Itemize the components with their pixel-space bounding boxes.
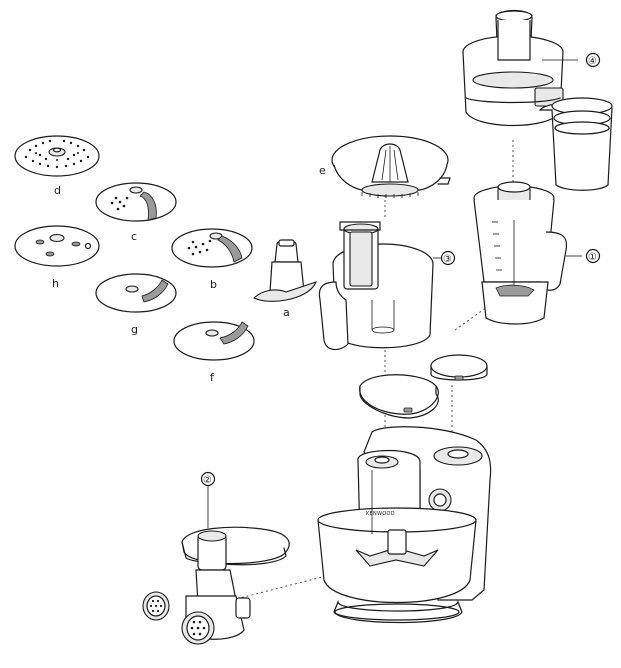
citrus-juicer-e: e [319,135,451,198]
brand-mark: KENWOOD [366,511,395,517]
blade-assembly-a: a [253,239,317,319]
label-f: f [210,371,215,384]
juicer-attachment-4: ④ [462,9,613,191]
callout-2: ② [200,471,216,487]
disc-d: d [14,135,100,197]
disc-h: h [14,225,100,290]
disc-b: b [171,228,253,291]
callout-1-number: ① [588,252,597,263]
label-g: g [131,323,138,336]
callout-2-number: ② [203,475,212,486]
callout-3: ③ [440,250,456,266]
label-b: b [210,278,217,291]
label-h: h [52,277,59,290]
label-e: e [319,164,326,177]
mincer-attachment-2: ② [142,471,290,645]
mincer-screen-plate [142,591,170,621]
callout-4-number: ④ [588,56,597,67]
callout-4: ④ [585,52,601,68]
disc-f: f [173,321,255,384]
label-a: a [283,306,290,319]
blender-1: ① [473,181,601,325]
disc-g: g [95,273,177,336]
outlet-cover-round [430,354,488,381]
callout-3-number: ③ [443,254,452,265]
stand-mixer: KENWOOD [317,426,492,624]
callout-1: ① [585,248,601,264]
label-c: c [131,230,137,243]
disc-c: c [95,182,177,243]
outlet-cover-large [359,374,439,419]
food-processor-bowl-3: ③ [318,221,456,351]
label-d: d [54,184,61,197]
alignment-lines [231,140,514,601]
